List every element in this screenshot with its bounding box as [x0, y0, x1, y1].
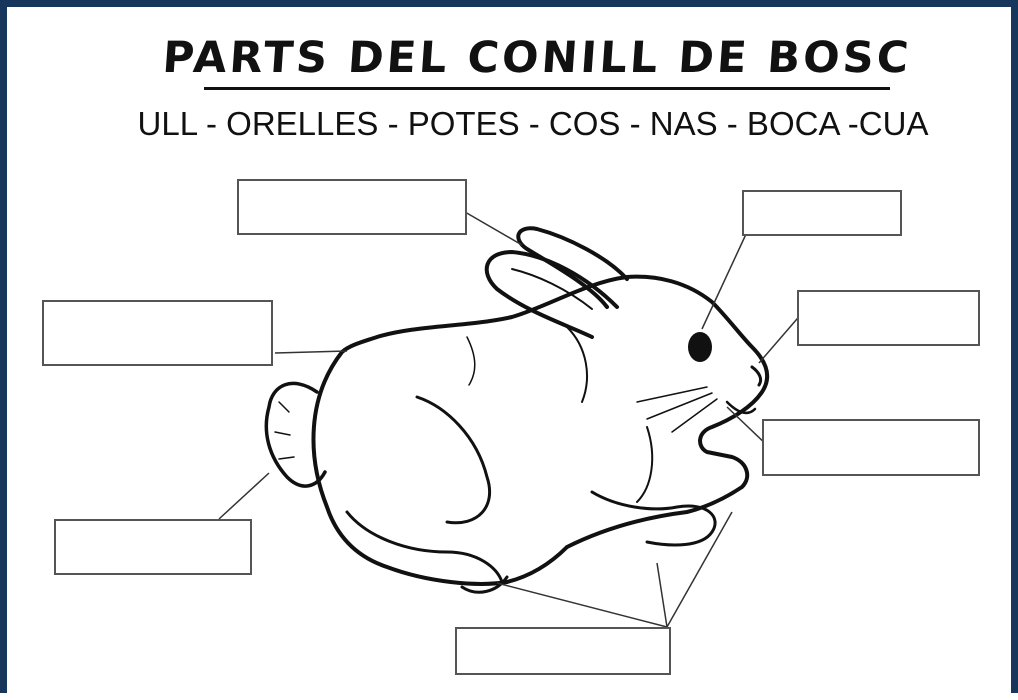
leader-line-paw-3	[666, 511, 733, 628]
rabbit-front-paw	[590, 490, 717, 547]
rabbit-eye	[688, 332, 712, 362]
rabbit-tail	[264, 381, 327, 488]
leader-line-ear	[464, 211, 523, 246]
answer-box-body[interactable]	[42, 300, 273, 366]
word-list: ULL - ORELLES - POTES - COS - NAS - BOCA…	[137, 105, 929, 142]
answer-box-eye[interactable]	[742, 190, 902, 236]
leader-line-tail	[218, 472, 270, 520]
answer-box-mouth[interactable]	[762, 419, 980, 476]
title-underline	[204, 87, 890, 90]
answer-box-paws[interactable]	[455, 627, 671, 675]
leader-line-eye	[701, 231, 748, 330]
rabbit-body-outline	[311, 274, 770, 586]
rabbit-ear-back	[516, 226, 629, 309]
leader-line-nose	[758, 311, 804, 364]
answer-box-ear[interactable]	[237, 179, 467, 235]
leader-line-paw-2	[656, 562, 668, 628]
answer-box-nose[interactable]	[797, 290, 980, 346]
leader-line-paw-1	[496, 582, 668, 628]
answer-box-tail[interactable]	[54, 519, 252, 575]
rabbit-illustration	[218, 211, 804, 628]
leader-line-body	[274, 350, 348, 354]
rabbit-ear-front	[484, 250, 619, 339]
